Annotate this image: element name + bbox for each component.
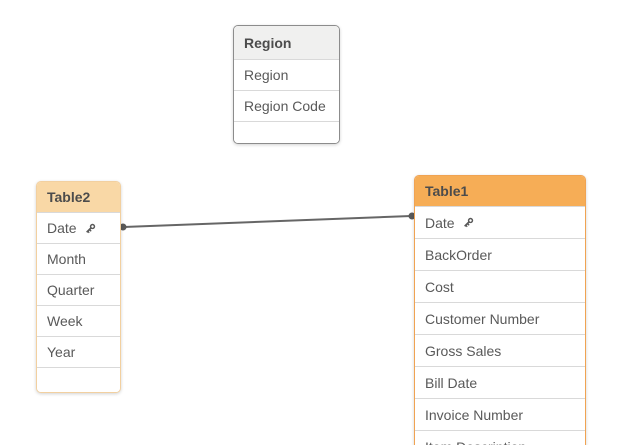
- field-row-cost[interactable]: Cost: [415, 270, 585, 302]
- field-label: Date: [47, 220, 77, 236]
- field-row-week[interactable]: Week: [37, 305, 120, 336]
- field-row-date[interactable]: Date: [415, 206, 585, 238]
- field-label: Item Description: [425, 439, 526, 445]
- association-line: [123, 215, 412, 228]
- field-row-item-description[interactable]: Item Description: [415, 430, 585, 445]
- field-label: Quarter: [47, 282, 95, 298]
- empty-row: [37, 367, 120, 392]
- field-label: Year: [47, 344, 76, 360]
- table-title: Table1: [425, 183, 469, 199]
- field-row-month[interactable]: Month: [37, 243, 120, 274]
- field-label: Cost: [425, 278, 454, 295]
- table-region-header[interactable]: Region: [234, 26, 339, 59]
- field-label: Invoice Number: [425, 406, 524, 423]
- table-title: Region: [244, 34, 292, 51]
- field-row-region[interactable]: Region: [234, 59, 339, 90]
- field-label: Week: [47, 313, 83, 329]
- key-icon: [463, 217, 473, 228]
- field-row-date[interactable]: Date: [37, 212, 120, 243]
- empty-row: [234, 121, 339, 143]
- field-label: Gross Sales: [425, 342, 502, 359]
- field-row-year[interactable]: Year: [37, 336, 120, 367]
- table-table1-header[interactable]: Table1: [415, 176, 585, 206]
- field-row-region-code[interactable]: Region Code: [234, 90, 339, 121]
- field-row-customer-number[interactable]: Customer Number: [415, 302, 585, 334]
- association-line-table2-table1[interactable]: [119, 212, 416, 231]
- field-label: Customer Number: [425, 310, 540, 327]
- table-title: Table2: [47, 189, 91, 205]
- field-label: Region Code: [244, 98, 326, 114]
- field-label: Region: [244, 67, 289, 83]
- field-row-gross-sales[interactable]: Gross Sales: [415, 334, 585, 366]
- field-row-quarter[interactable]: Quarter: [37, 274, 120, 305]
- field-label: BackOrder: [425, 246, 492, 263]
- field-label: Date: [425, 214, 455, 231]
- field-row-invoice-number[interactable]: Invoice Number: [415, 398, 585, 430]
- key-icon: [85, 223, 95, 233]
- field-row-backorder[interactable]: BackOrder: [415, 238, 585, 270]
- field-row-bill-date[interactable]: Bill Date: [415, 366, 585, 398]
- field-label: Bill Date: [425, 374, 478, 391]
- table-table2-header[interactable]: Table2: [37, 182, 120, 212]
- field-label: Month: [47, 251, 86, 267]
